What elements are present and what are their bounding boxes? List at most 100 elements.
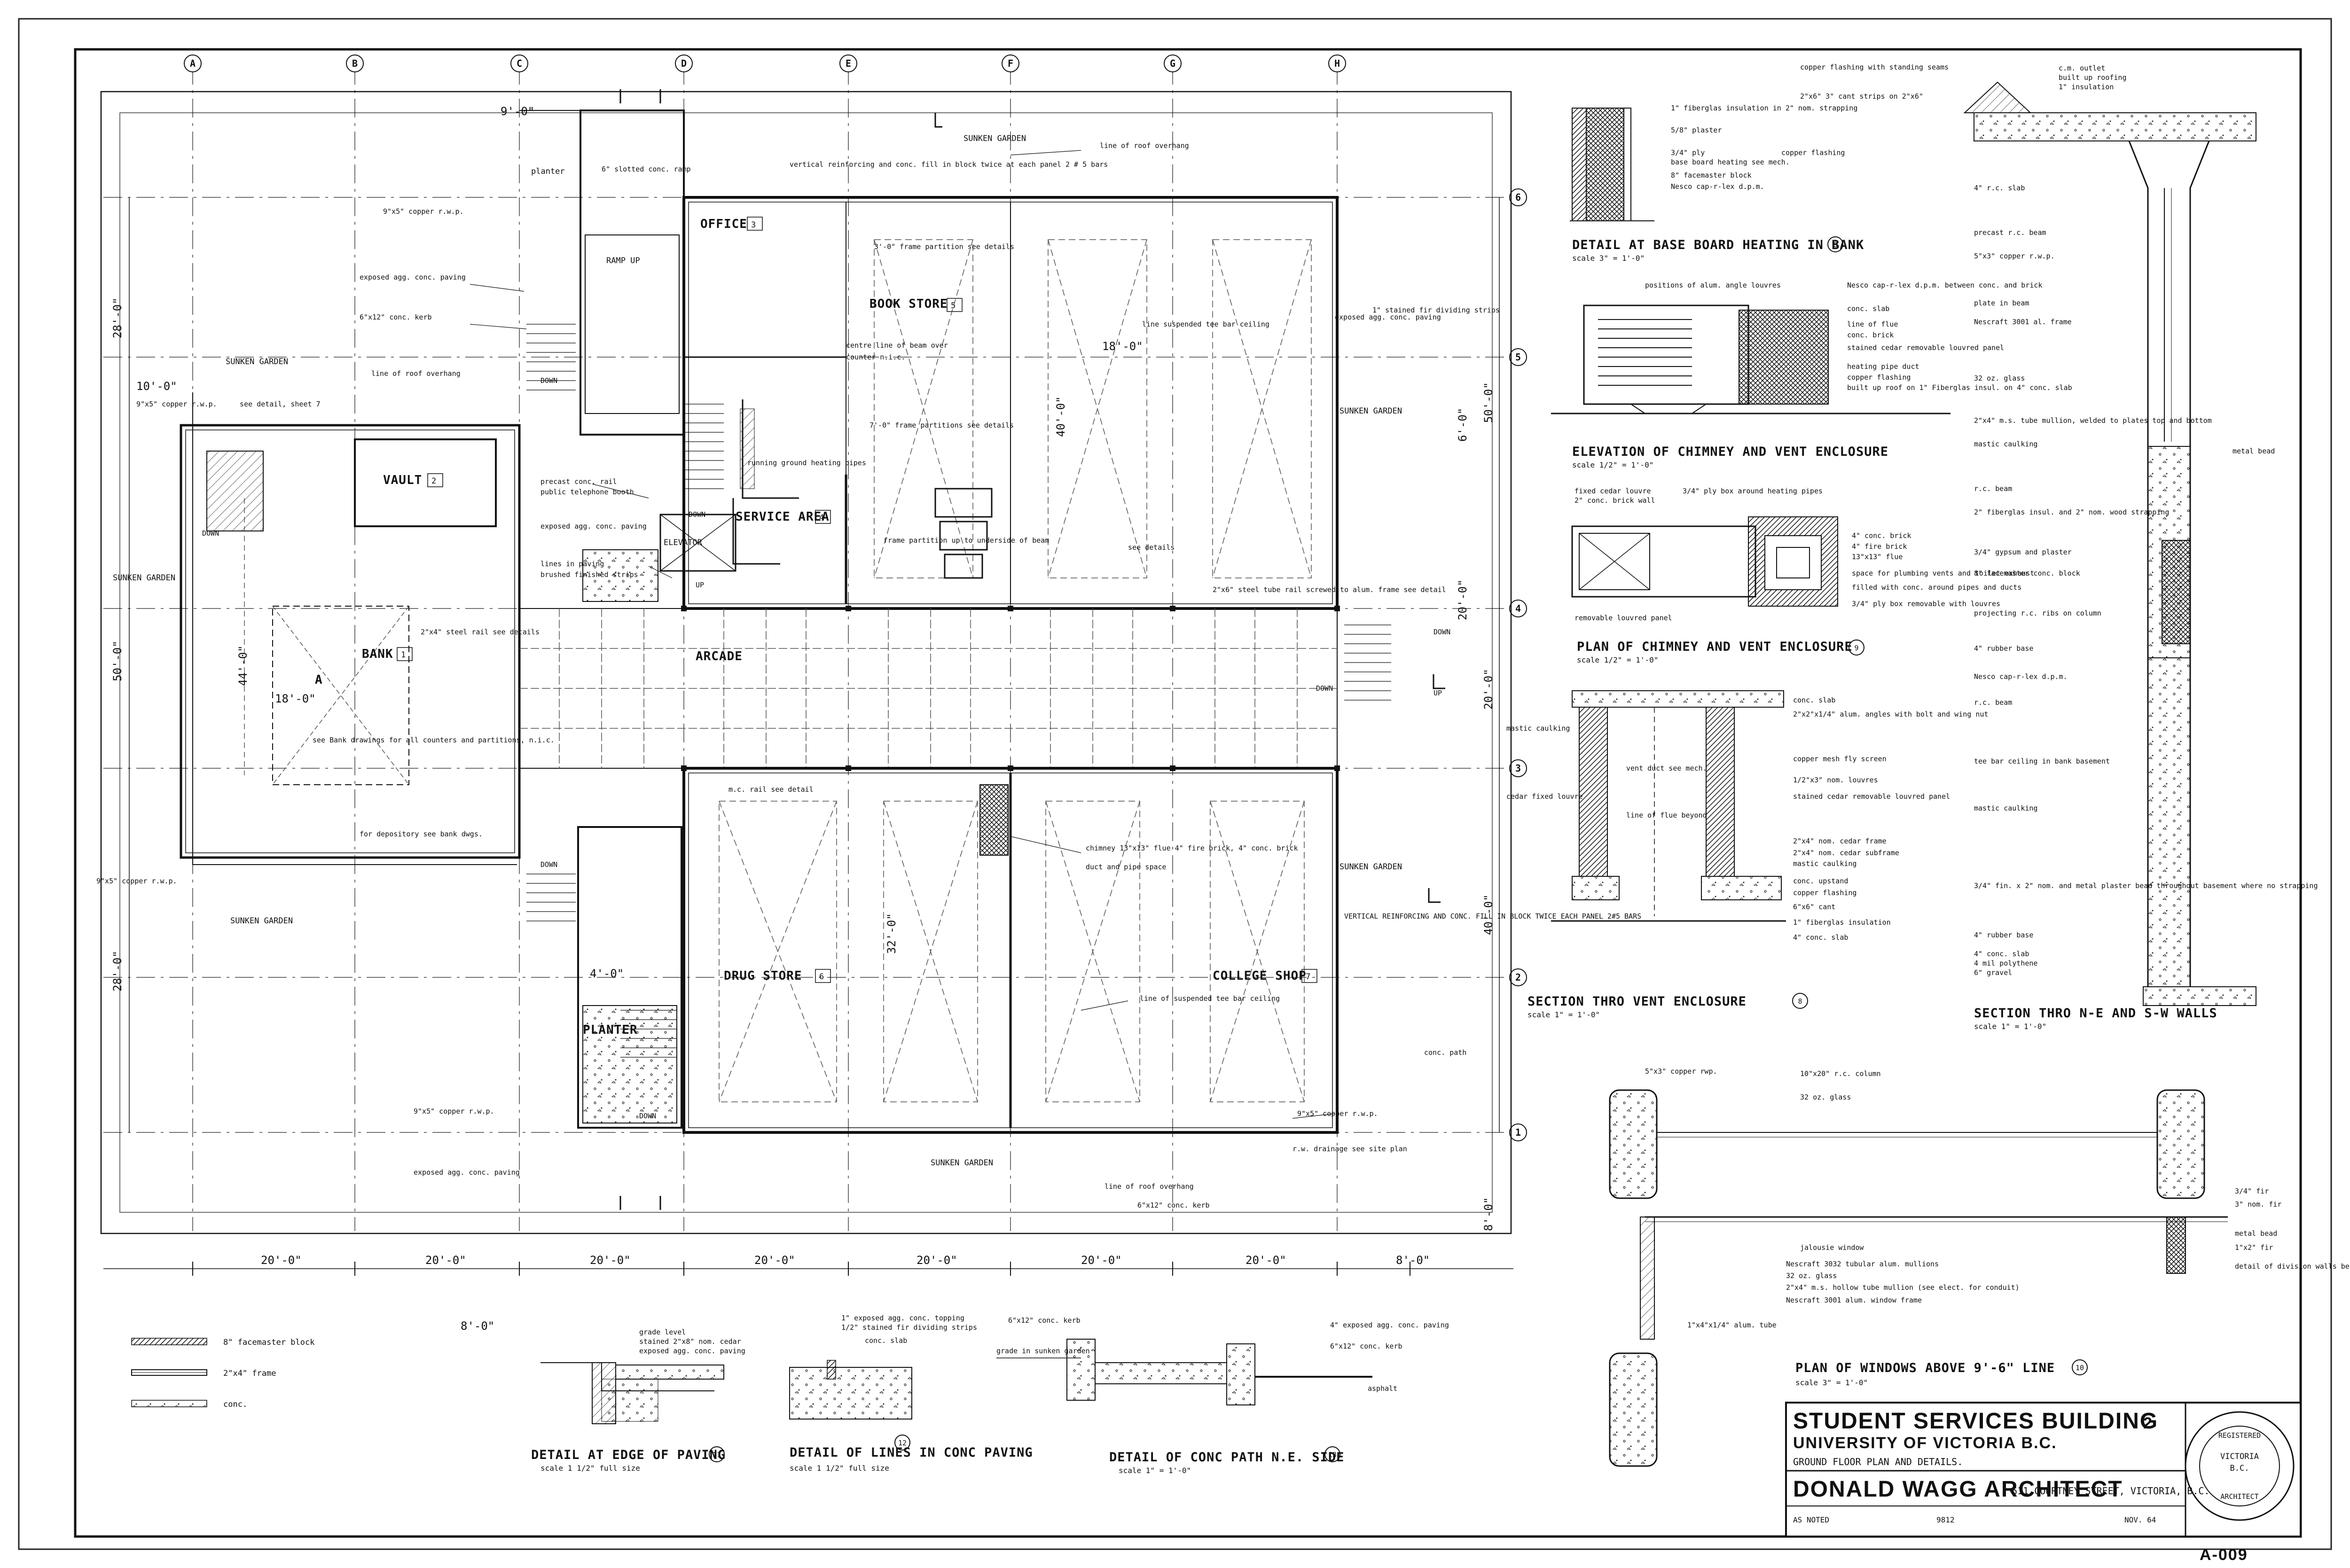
detail-note: 1" insulation bbox=[2059, 83, 2114, 91]
note: see details bbox=[1128, 543, 1175, 552]
sunken-garden-label: SUNKEN GARDEN bbox=[230, 916, 293, 926]
room-book-store: BOOK STORE bbox=[870, 297, 948, 311]
detail-windows-plan: 5"x3" copper rwp. 10"x20" r.c. column 32… bbox=[1609, 1067, 2350, 1467]
detail-note: Nescraft 3032 tubular alum. mullions bbox=[1786, 1260, 1939, 1268]
grid-label: D bbox=[681, 58, 687, 69]
dimension: 40'-0" bbox=[1054, 396, 1067, 437]
grid-label: 5 bbox=[1515, 351, 1521, 363]
note: see Bank drawings for all counters and p… bbox=[313, 736, 555, 744]
detail-note: 8" facemaster block bbox=[1671, 171, 1752, 179]
room-vault: VAULT bbox=[383, 473, 422, 487]
down-label: DOWN bbox=[639, 1112, 656, 1120]
detail-note: detail of division walls between stores bbox=[2235, 1262, 2350, 1271]
sheet-number: 2 bbox=[2143, 1414, 2153, 1432]
detail-note: 2"x4" m.s. tube mullion, welded to plate… bbox=[1974, 416, 2212, 425]
note: 9"x5" copper r.w.p. bbox=[383, 207, 464, 216]
detail-note: Nesco cap-r-lex d.p.m. bbox=[1671, 182, 1764, 191]
north-block bbox=[682, 196, 1339, 610]
dimension: 20'-0" bbox=[1482, 669, 1495, 710]
detail-scale: scale 1" = 1'-0" bbox=[1119, 1466, 1191, 1475]
detail-note: 4" conc. slab bbox=[1793, 933, 1848, 942]
detail-note: mastic caulking bbox=[1974, 440, 2037, 448]
note: brushed finished strips bbox=[540, 570, 638, 579]
date-value: NOV. 64 bbox=[2124, 1515, 2156, 1524]
room-number: 1 bbox=[401, 650, 406, 660]
detail-note: Nesco cap-r-lex d.p.m. between conc. and… bbox=[1847, 281, 2042, 289]
detail-note: r.c. beam bbox=[1974, 484, 2012, 493]
detail-note: 3/4" ply box removable with louvres bbox=[1852, 600, 2000, 608]
detail-title: DETAIL AT EDGE OF PAVING bbox=[531, 1448, 726, 1462]
architect-address: 611 COURTNEY STREET, VICTORIA, B.C. bbox=[2012, 1485, 2209, 1497]
detail-note: 5/8" plaster bbox=[1671, 126, 1722, 134]
detail-note: 6" gravel bbox=[1974, 968, 2012, 977]
dimension: 18'-0" bbox=[1102, 340, 1143, 353]
detail-note: Nescraft 3001 alum. window frame bbox=[1786, 1296, 1922, 1304]
note: vertical reinforcing and conc. fill in b… bbox=[790, 160, 1108, 169]
down-label: DOWN bbox=[1316, 684, 1333, 693]
detail-number: 9 bbox=[1854, 644, 1858, 652]
sunken-garden-label: SUNKEN GARDEN bbox=[1340, 862, 1402, 872]
sunken-garden-label: SUNKEN GARDEN bbox=[113, 573, 175, 583]
detail-note: Nesco cap-r-lex d.p.m. bbox=[1974, 672, 2068, 681]
note: line of roof overhang bbox=[1104, 1182, 1194, 1191]
detail-note: 2"x4" m.s. hollow tube mullion (see elec… bbox=[1786, 1283, 2020, 1292]
detail-number: 12 bbox=[898, 1439, 907, 1447]
detail-title: DETAIL OF LINES IN CONC PAVING bbox=[790, 1445, 1033, 1460]
detail-title: PLAN OF WINDOWS ABOVE 9'-6" LINE bbox=[1795, 1361, 2055, 1375]
detail-note: 4" rubber base bbox=[1974, 931, 2033, 939]
room-drug-store: DRUG STORE bbox=[724, 969, 802, 983]
plan-notes: copper flashing line of roof overhang li… bbox=[96, 141, 1845, 1209]
legend-label: 2"x4" frame bbox=[223, 1369, 276, 1378]
note: copper flashing bbox=[1781, 148, 1845, 157]
legend: 8" facemaster block 2"x4" frame conc. bbox=[131, 1338, 314, 1409]
detail-note: stained 2"x8" nom. cedar bbox=[639, 1337, 741, 1346]
detail-scale: scale 1/2" = 1'-0" bbox=[1577, 655, 1658, 664]
room-number: 6 bbox=[819, 972, 824, 982]
detail-number: 11 bbox=[713, 1451, 721, 1459]
legend-label: 8" facemaster block bbox=[223, 1338, 314, 1347]
detail-note: 1" fiberglas insulation in 2" nom. strap… bbox=[1671, 104, 1857, 112]
detail-title: SECTION THRO VENT ENCLOSURE bbox=[1528, 994, 1747, 1009]
note: running ground heating pipes bbox=[747, 459, 866, 467]
client: UNIVERSITY OF VICTORIA B.C. bbox=[1793, 1434, 2057, 1452]
detail-note: metal bead bbox=[2232, 447, 2275, 455]
elevator-label: ELEVATOR bbox=[664, 538, 703, 547]
note: line of roof overhang bbox=[371, 369, 461, 378]
note: chimney 13"x13" flue 4" fire brick, 4" c… bbox=[1086, 844, 1298, 852]
note: conc. path bbox=[1424, 1048, 1466, 1057]
detail-title: SECTION THRO N-E AND S-W WALLS bbox=[1974, 1006, 2217, 1021]
note: 2"x6" steel tube rail screwed to alum. f… bbox=[1213, 585, 1446, 594]
note: frame partition up to underside of beam bbox=[884, 536, 1049, 545]
detail-note: 1" exposed agg. conc. topping bbox=[841, 1314, 964, 1322]
detail-scale: scale 1" = 1'-0" bbox=[1528, 1010, 1600, 1019]
note: 9"x5" copper r.w.p. bbox=[136, 400, 217, 408]
detail-title: PLAN OF CHIMNEY AND VENT ENCLOSURE bbox=[1577, 640, 1853, 654]
detail-note: filled with conc. around pipes and ducts bbox=[1852, 583, 2021, 592]
note: line of roof overhang bbox=[1100, 141, 1189, 150]
detail-note: 1"x4"x1/4" alum. tube bbox=[1687, 1321, 1777, 1329]
note: public telephone booth bbox=[540, 488, 634, 496]
detail-note: conc. brick bbox=[1847, 331, 1894, 339]
detail-note: exposed agg. conc. paving bbox=[639, 1347, 745, 1355]
grid-label: 4 bbox=[1515, 603, 1521, 614]
dimension: 8'-0" bbox=[461, 1319, 494, 1333]
detail-note: mastic caulking bbox=[1974, 804, 2037, 812]
inner-border bbox=[74, 48, 2302, 1538]
stamp-text: REGISTERED bbox=[2218, 1431, 2261, 1440]
note: line suspended tee bar ceiling bbox=[1142, 320, 1269, 328]
detail-note: 3" nom. fir bbox=[2235, 1200, 2281, 1209]
detail-title: ELEVATION OF CHIMNEY AND VENT ENCLOSURE bbox=[1572, 445, 1888, 459]
dims-right: 6'-0" 50'-0" 20'-0" 20'-0" 40'-0" 8'-0" bbox=[1456, 197, 1500, 1231]
detail-note: 32 oz. glass bbox=[1786, 1272, 1837, 1280]
note: 9"x5" copper r.w.p. bbox=[414, 1107, 494, 1116]
down-label: DOWN bbox=[689, 510, 705, 519]
room-college-shop: COLLEGE SHOP bbox=[1213, 969, 1307, 983]
detail-note: conc. slab bbox=[1793, 696, 1835, 704]
note: counter n.i.c. bbox=[846, 353, 905, 361]
detail-note: 10"x20" r.c. column bbox=[1800, 1069, 1881, 1078]
stair-labels: DOWN DOWN DOWN DOWN DOWN DOWN DOWN UP UP bbox=[202, 376, 1450, 1120]
sunken-garden-label: SUNKEN GARDEN bbox=[1340, 406, 1402, 416]
detail-note: 4" conc. brick bbox=[1852, 531, 1911, 540]
sunken-garden-label: SUNKEN GARDEN bbox=[931, 1158, 993, 1168]
